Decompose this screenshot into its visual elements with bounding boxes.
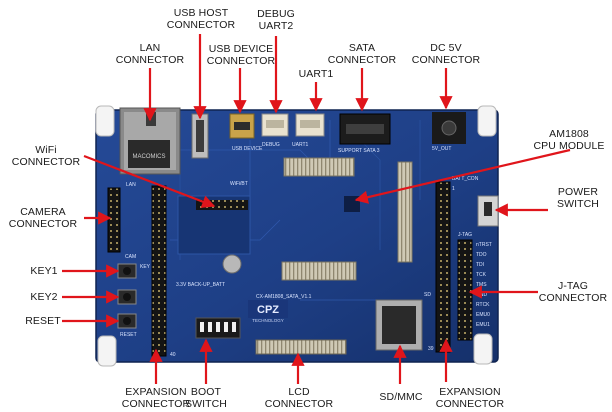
jtag-pin-label: EMU1 [476, 322, 490, 328]
boot-switch [195, 317, 241, 339]
label-sd-mmc: SD/MMC [379, 391, 423, 403]
jtag-pin-label: TMS [476, 282, 487, 288]
callout-arrows [62, 34, 571, 384]
label-camera-connector: CAMERA CONNECTOR [8, 206, 78, 230]
label-usb-device-connector: USB DEVICE CONNECTOR [206, 43, 276, 67]
silk-reset: RESET [120, 332, 137, 338]
silk-uart1: UART1 [292, 142, 309, 148]
label-key2: KEY2 [30, 291, 58, 303]
usb-device-connector [229, 113, 255, 139]
label-wifi-connector: WiFi CONNECTOR [11, 144, 81, 168]
label-key1: KEY1 [30, 265, 58, 277]
lan-chip-text: MACOMICS [133, 154, 166, 160]
push-buttons [117, 263, 137, 329]
label-am1808-cpu-module: AM1808 CPU MODULE [533, 128, 605, 152]
label-usb-host-connector: USB HOST CONNECTOR [166, 7, 236, 31]
silk-lan: LAN [126, 182, 136, 188]
silk-key: KEY [140, 264, 151, 270]
silk-40: 40 [170, 352, 176, 358]
silkscreen-text: LAN WiFi/BT CAM USB DEVICE DEBUG UART1 S… [120, 142, 492, 358]
brand-sub-text: TECHNOLOGY [252, 318, 284, 323]
usb-host-connector [191, 113, 209, 159]
cpu-module-connectors [281, 157, 413, 281]
silk-sata: SUPPORT SATA 3 [338, 148, 380, 154]
silk-boot-row: 3.3V BACK-UP_BATT [176, 282, 225, 288]
label-sata-connector: SATA CONNECTOR [327, 42, 397, 66]
brand-text: CPZ [257, 304, 279, 316]
jtag-pin-label: nTRST [476, 242, 492, 248]
label-dc5v-connector: DC 5V CONNECTOR [411, 42, 481, 66]
jtag-pin-label: RTCK [476, 302, 490, 308]
sd-slot [375, 299, 423, 351]
expansion-header-right [435, 181, 451, 353]
silk-1: 1 [452, 186, 455, 192]
label-expansion-connector-right: EXPANSION CONNECTOR [435, 386, 505, 410]
expansion-header-left [151, 185, 167, 357]
jtag-header [457, 239, 473, 341]
lcd-connector [255, 339, 347, 355]
jtag-pin-label: EMU0 [476, 312, 490, 318]
standoffs [95, 105, 497, 367]
label-lcd-connector: LCD CONNECTOR [264, 386, 334, 410]
silk-cam: CAM [125, 254, 136, 260]
sata-connector [339, 113, 391, 145]
camera-header [107, 187, 121, 253]
silk-usb-device: USB DEVICE [232, 146, 263, 152]
label-lan-connector: LAN CONNECTOR [115, 42, 185, 66]
arrow-am1808 [354, 148, 571, 204]
label-power-switch: POWER SWITCH [556, 186, 599, 210]
jtag-pin-label: TDI [476, 262, 484, 268]
silk-5v-out: 5V_OUT [432, 146, 451, 152]
label-expansion-connector-left: EXPANSION CONNECTOR [121, 386, 191, 410]
silk-39: 39 [428, 346, 434, 352]
board-logo: CPZ TECHNOLOGY [248, 300, 288, 323]
label-reset: RESET [25, 315, 61, 327]
dc-jack [432, 112, 466, 144]
label-boot-switch: BOOT SWITCH [184, 386, 227, 410]
silk-debug: DEBUG [262, 142, 280, 148]
jtag-pin-label: TDO [476, 252, 487, 258]
silk-jtag: J-TAG [458, 232, 472, 238]
arrow-wifi [83, 154, 216, 208]
power-switch [477, 195, 499, 227]
jtag-pin-label: TCK [476, 272, 487, 278]
silk-batt-con: BATT_CON [452, 176, 479, 182]
label-debug-uart2: DEBUG UART2 [257, 8, 295, 32]
debug-uart-headers [261, 113, 325, 137]
label-jtag-connector: J-TAG CONNECTOR [538, 280, 608, 304]
silk-sd: SD [424, 292, 431, 298]
silk-wifi-bt: WiFi/BT [230, 181, 248, 187]
label-uart1: UART1 [298, 68, 334, 80]
silk-model: CX-AM1808_SATA_V1.1 [256, 294, 312, 300]
